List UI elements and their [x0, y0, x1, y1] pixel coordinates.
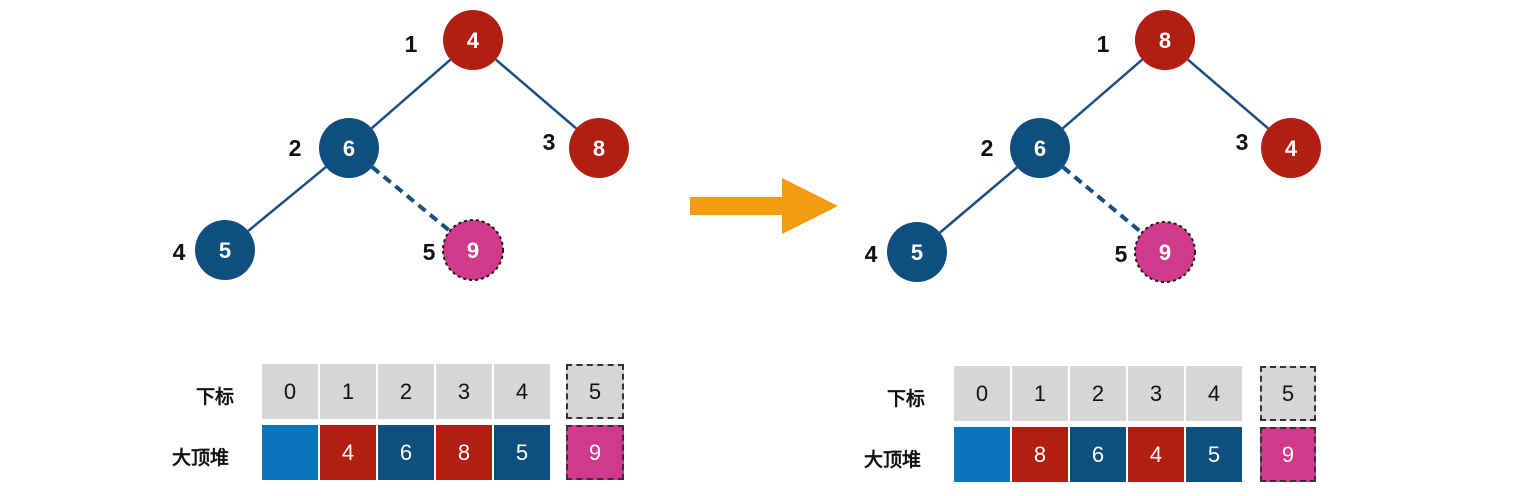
tree-edge-1-3: [494, 58, 578, 130]
tree-node-index-label: 2: [981, 135, 994, 161]
index-cell: 4: [1186, 366, 1242, 421]
tree-edge-1-2: [1061, 58, 1144, 130]
tree-node-value: 5: [219, 238, 231, 263]
heap-value-cell: 4: [320, 425, 376, 480]
tree-node-index-label: 3: [1236, 129, 1249, 155]
heap-value-cell: 5: [1186, 427, 1242, 482]
index-row-label: 下标: [196, 386, 235, 408]
heap-value-cell: 8: [436, 425, 492, 480]
tree-node-value: 9: [467, 238, 479, 263]
index-row-label: 下标: [887, 388, 926, 410]
heap-value-cell: [262, 425, 318, 480]
tree-node-2: [319, 118, 379, 178]
heap-value-cell: 6: [1070, 427, 1126, 482]
tree-node-index-label: 3: [543, 129, 556, 155]
tree-node-5: [442, 219, 504, 281]
tree-node-index-label: 1: [1097, 31, 1110, 57]
tree-node-index-label: 4: [173, 239, 186, 265]
tree-node-5: [1134, 221, 1196, 283]
tree-edge-1-2: [370, 58, 452, 130]
index-cell: 2: [1070, 366, 1126, 421]
tree-node-value: 8: [1159, 28, 1171, 53]
tree-node-value: 4: [467, 28, 480, 53]
heap-value-cell: [954, 427, 1010, 482]
heap-row-label: 大顶堆: [864, 449, 922, 471]
heap-value-cell: 5: [494, 425, 550, 480]
dashed-edge-2-5: [370, 165, 452, 233]
dashed-edge-2-5: [1061, 165, 1144, 235]
index-cell: 3: [1128, 366, 1184, 421]
heap-value-cell: 9: [1260, 427, 1316, 482]
index-cell: 5: [566, 364, 624, 419]
index-cell: 0: [954, 366, 1010, 421]
heap-value-cell: 8: [1012, 427, 1068, 482]
index-cell: 1: [320, 364, 376, 419]
index-cell: 2: [378, 364, 434, 419]
tree-node-index-label: 1: [405, 31, 418, 57]
heap-value-cell: 6: [378, 425, 434, 480]
tree-node-index-label: 2: [289, 135, 302, 161]
tree-edge-1-3: [1186, 58, 1270, 130]
tree-node-value: 9: [1159, 240, 1171, 265]
index-cell: 4: [494, 364, 550, 419]
tree-node-4: [887, 222, 947, 282]
tree-node-value: 4: [1285, 136, 1298, 161]
tree-node-value: 6: [1034, 136, 1046, 161]
tree-edge-2-4: [939, 166, 1018, 234]
tree-node-index-label: 4: [865, 241, 878, 267]
tree-node-1: [443, 10, 503, 70]
index-cell: 0: [262, 364, 318, 419]
heap-value-cell: 9: [566, 425, 624, 480]
index-cell: 1: [1012, 366, 1068, 421]
index-cell: 3: [436, 364, 492, 419]
tree-node-4: [195, 220, 255, 280]
index-cell: 5: [1260, 366, 1316, 421]
tree-node-2: [1010, 118, 1070, 178]
tree-node-value: 6: [343, 136, 355, 161]
tree-node-value: 5: [911, 240, 923, 265]
heap-value-cell: 4: [1128, 427, 1184, 482]
tree-node-index-label: 5: [423, 239, 436, 265]
tree-node-value: 8: [593, 136, 605, 161]
tree-node-1: [1135, 10, 1195, 70]
heap-row-label: 大顶堆: [172, 447, 230, 469]
transition-arrow-icon: [690, 178, 838, 234]
tree-node-index-label: 5: [1115, 241, 1128, 267]
tree-node-3: [1261, 118, 1321, 178]
tree-edge-2-4: [247, 166, 327, 232]
tree-node-3: [569, 118, 629, 178]
